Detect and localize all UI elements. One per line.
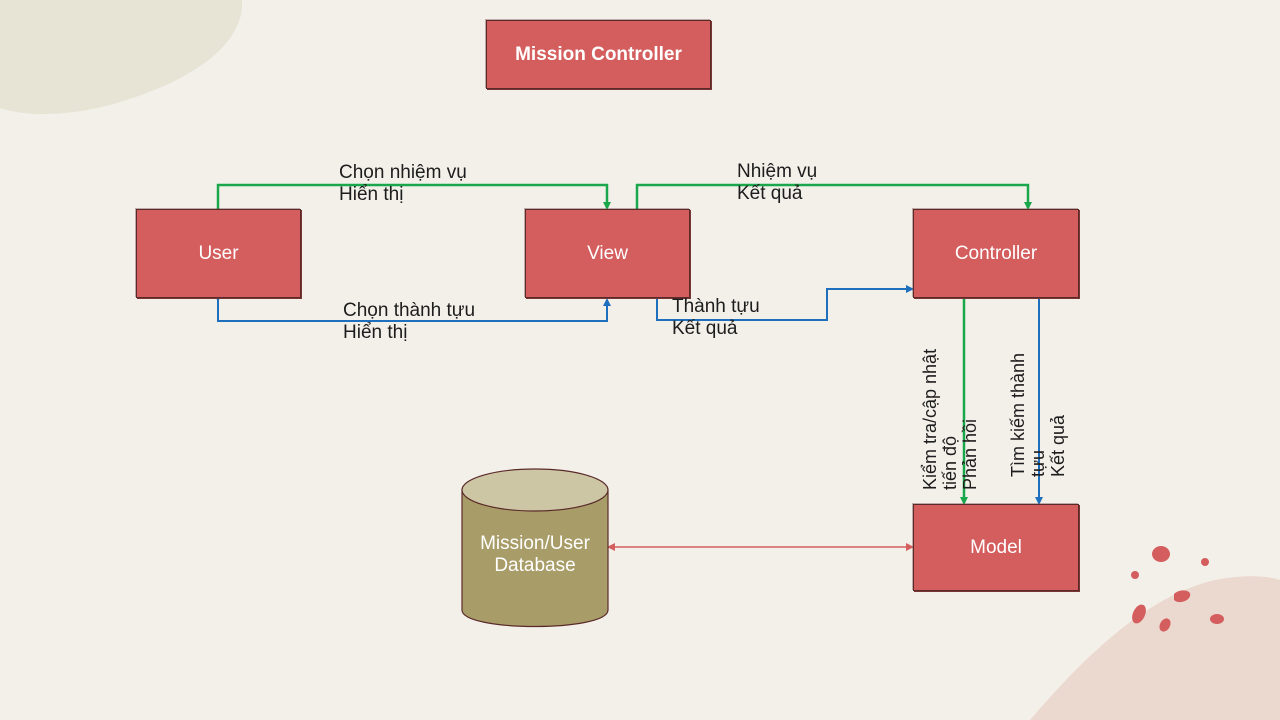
label-user-view-top: Chọn nhiệm vụ Hiển thị [339,162,467,205]
arrow-user-view-top [214,183,611,214]
label-user-view-bottom: Chọn thành tựu Hiển thị [343,300,476,343]
node-view: View [525,209,690,298]
node-database-label: Mission/User Database [480,533,590,576]
title-box: Mission Controller [486,20,711,89]
node-view-label: View [587,242,628,264]
node-user-label: User [198,242,239,264]
node-controller-label: Controller [954,242,1038,264]
label-controller-model-blue: Tìm kiếm thành tựu Kết quả [1008,352,1068,477]
arrow-view-controller-top [633,183,1032,214]
node-user: User [136,209,301,298]
decor-dots [1131,546,1224,632]
label-controller-model-green: Kiểm tra/cập nhật tiến độ Phản hồi [920,348,980,490]
node-model: Model [913,504,1079,591]
arrow-view-controller-bottom [653,285,914,321]
node-controller: Controller [913,209,1079,298]
database-cylinder [461,468,609,628]
title-text: Mission Controller [515,43,682,65]
node-model-label: Model [970,536,1022,558]
label-view-controller-top: Nhiệm vụ Kết quả [737,161,818,204]
label-view-controller-bottom: Thành tựu Kết quả [672,296,760,339]
decor-blob-bottom-right [1030,576,1280,720]
decor-blob-top-left [0,0,243,114]
arrow-user-view-bottom [214,294,611,322]
